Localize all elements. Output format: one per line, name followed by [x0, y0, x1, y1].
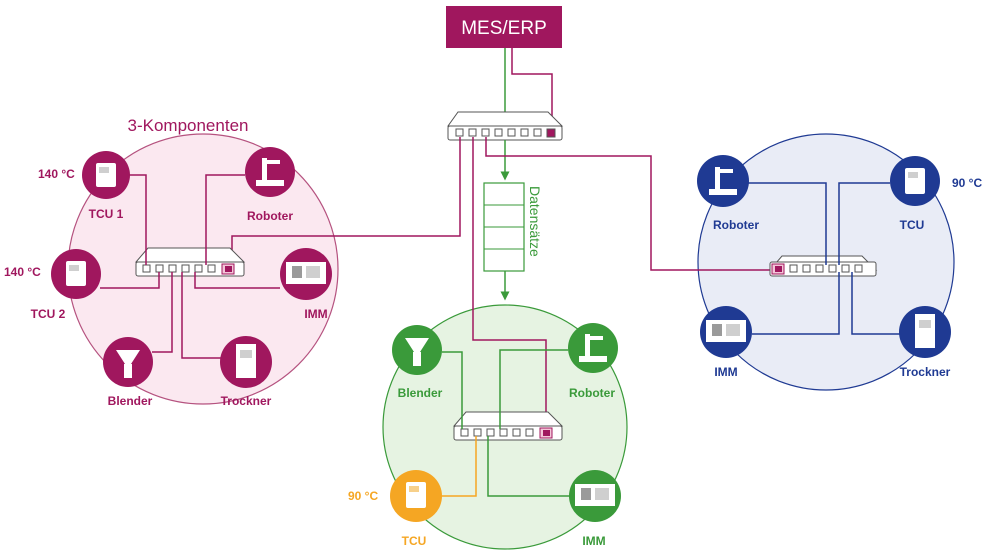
green-tcu-label: TCU [402, 534, 427, 548]
purple-switch [134, 247, 246, 277]
green-switch [452, 411, 564, 441]
wire-roboter-b [748, 182, 827, 265]
link-central-to-purple [231, 137, 461, 262]
green-blender-node[interactable] [392, 325, 442, 375]
blue-imm-label: IMM [714, 365, 737, 379]
green-tcu-node[interactable] [390, 470, 442, 522]
purple-tcu2-node[interactable] [51, 249, 101, 299]
link-central-to-green [472, 137, 547, 426]
mes-erp-box[interactable] [446, 6, 562, 48]
blue-roboter-label: Roboter [713, 218, 759, 232]
blue-trockner-node[interactable] [899, 306, 951, 358]
purple-tcu2-label: TCU 2 [31, 307, 66, 321]
green-imm-node[interactable] [569, 470, 621, 522]
purple-trockner-node[interactable] [220, 336, 272, 388]
purple-cluster-title: 3-Komponenten [128, 116, 249, 135]
blue-tcu-label: TCU [900, 218, 925, 232]
wire-tcu-b [838, 182, 890, 265]
link-central-to-blue [485, 137, 774, 271]
wire-imm-g [487, 436, 570, 497]
wire-roboter-g [499, 349, 568, 429]
purple-tcu2-temp: 140 °C [4, 265, 41, 279]
green-blender-label: Blender [398, 386, 443, 400]
wire-tcu2 [100, 272, 160, 289]
green-imm-label: IMM [582, 534, 605, 548]
wire-blender-g [442, 351, 463, 429]
purple-tcu1-temp: 140 °C [38, 167, 75, 181]
green-roboter-label: Roboter [569, 386, 615, 400]
blue-tcu-node[interactable] [890, 156, 940, 206]
purple-roboter-label: Roboter [247, 209, 293, 223]
green-roboter-node[interactable] [568, 323, 618, 373]
datensaetze-label: Datensätze [527, 186, 543, 257]
purple-tcu1-label: TCU 1 [89, 207, 124, 221]
purple-blender-node[interactable] [103, 337, 153, 387]
wire-imm-b [752, 272, 840, 335]
mes-purple-link [511, 48, 553, 130]
mes-erp-label: MES/ERP [461, 18, 547, 39]
wire-tcu-g [440, 436, 477, 497]
data-records-stack [483, 182, 525, 272]
purple-blender-label: Blender [108, 394, 153, 408]
wire-imm-p [194, 272, 280, 289]
blue-switch [768, 255, 878, 277]
purple-imm-label: IMM [304, 307, 327, 321]
blue-trockner-label: Trockner [900, 365, 951, 379]
wire-trockner-b [851, 272, 900, 335]
central-switch [447, 111, 564, 141]
wire-trockner-p [181, 272, 222, 359]
blue-tcu-temp: 90 °C [952, 176, 982, 190]
purple-imm-node[interactable] [280, 248, 332, 300]
wire-roboter-p [205, 174, 245, 265]
blue-roboter-node[interactable] [697, 155, 749, 207]
purple-roboter-node[interactable] [245, 147, 295, 197]
purple-trockner-label: Trockner [221, 394, 272, 408]
wire-blender-p [152, 272, 173, 353]
blue-imm-node[interactable] [700, 306, 752, 358]
purple-tcu1-node[interactable] [82, 151, 130, 199]
green-tcu-temp: 90 °C [348, 489, 378, 503]
